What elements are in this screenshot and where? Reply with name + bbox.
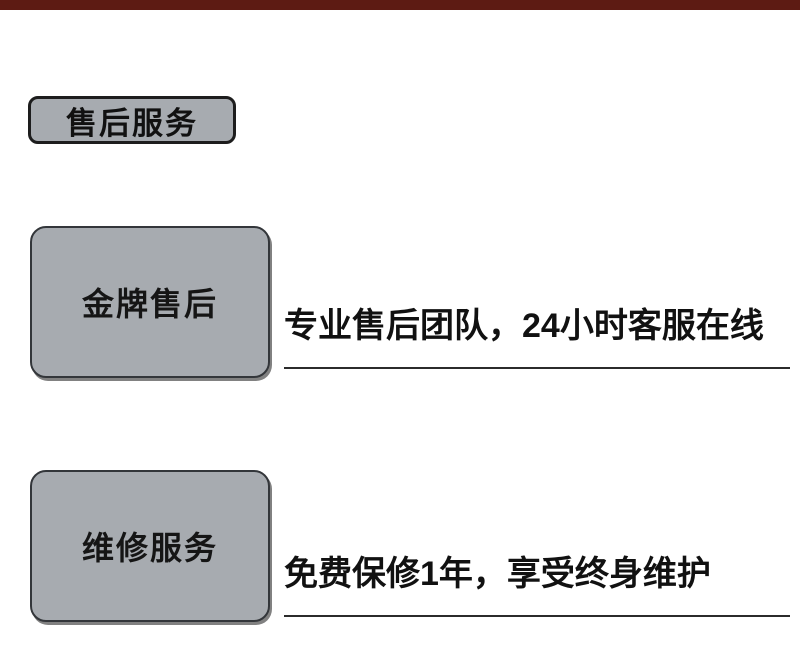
top-accent-bar [0, 0, 800, 10]
service-card-gold-aftersales: 金牌售后 [30, 226, 270, 378]
service-description-repair: 免费保修1年，享受终身维护 [284, 555, 790, 618]
section-title: 售后服务 [66, 105, 198, 141]
service-card-label: 维修服务 [81, 530, 218, 566]
section-title-badge: 售后服务 [28, 96, 236, 144]
service-card-label: 金牌售后 [81, 286, 218, 322]
service-card-repair: 维修服务 [30, 470, 270, 622]
service-description-gold-aftersales: 专业售后团队，24小时客服在线 [284, 307, 790, 370]
